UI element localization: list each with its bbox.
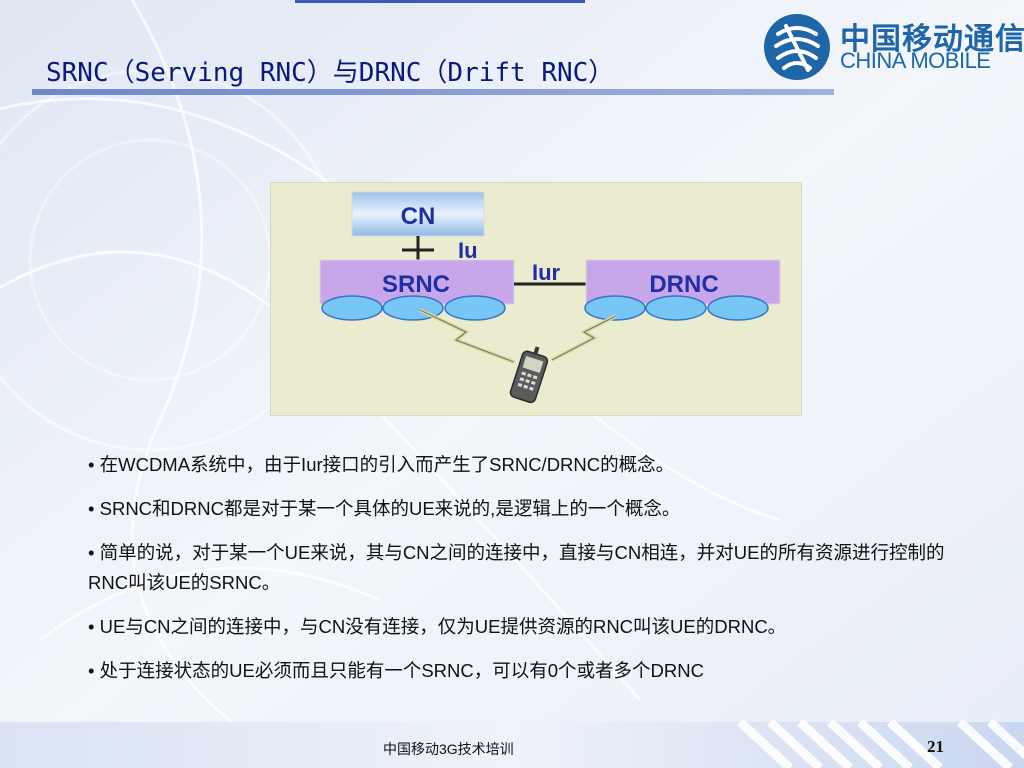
- logo-english-name: CHINA MOBILE: [840, 48, 991, 73]
- top-accent-line: [295, 0, 585, 3]
- footer-text: 中国移动3G技术培训: [383, 741, 514, 757]
- bullet-item: • 在WCDMA系统中，由于Iur接口的引入而产生了SRNC/DRNC的概念。: [88, 454, 675, 475]
- drnc-nodeb-1: [584, 295, 646, 321]
- page-number: 21: [927, 737, 944, 756]
- mobile-phone-icon: [509, 346, 549, 404]
- bullet-item: • 处于连接状态的UE必须而且只能有一个SRNC，可以有0个或者多个DRNC: [88, 660, 704, 681]
- bullet-item: • SRNC和DRNC都是对于某一个具体的UE来说的,是逻辑上的一个概念。: [88, 498, 681, 519]
- slide-title: SRNC（Serving RNC）与DRNC（Drift RNC）: [46, 58, 615, 88]
- drnc-nodeb-3: [707, 295, 769, 321]
- bullet-list: • 在WCDMA系统中，由于Iur接口的引入而产生了SRNC/DRNC的概念。 …: [88, 450, 968, 700]
- iu-label: Iu: [458, 238, 478, 263]
- bullet-item: • UE与CN之间的连接中，与CN没有连接，仅为UE提供资源的RNC叫该UE的D…: [88, 616, 787, 637]
- china-mobile-logo-icon: [764, 14, 830, 80]
- logo-chinese-name: 中国移动通信: [840, 22, 1024, 57]
- title-underline: [32, 89, 834, 95]
- srnc-nodeb-1: [321, 295, 383, 321]
- srnc-drnc-diagram: CN Iu SRNC Iur DRNC: [270, 182, 802, 416]
- drnc-label: DRNC: [649, 271, 718, 298]
- srnc-nodeb-3: [444, 295, 506, 321]
- cn-label: CN: [401, 203, 436, 230]
- iur-label: Iur: [532, 260, 561, 285]
- srnc-label: SRNC: [382, 271, 450, 298]
- cn-box: [351, 191, 485, 237]
- bullet-item: • 简单的说，对于某一个UE来说，其与CN之间的连接中，直接与CN相连，并对UE…: [88, 542, 945, 593]
- drnc-nodeb-2: [645, 295, 707, 321]
